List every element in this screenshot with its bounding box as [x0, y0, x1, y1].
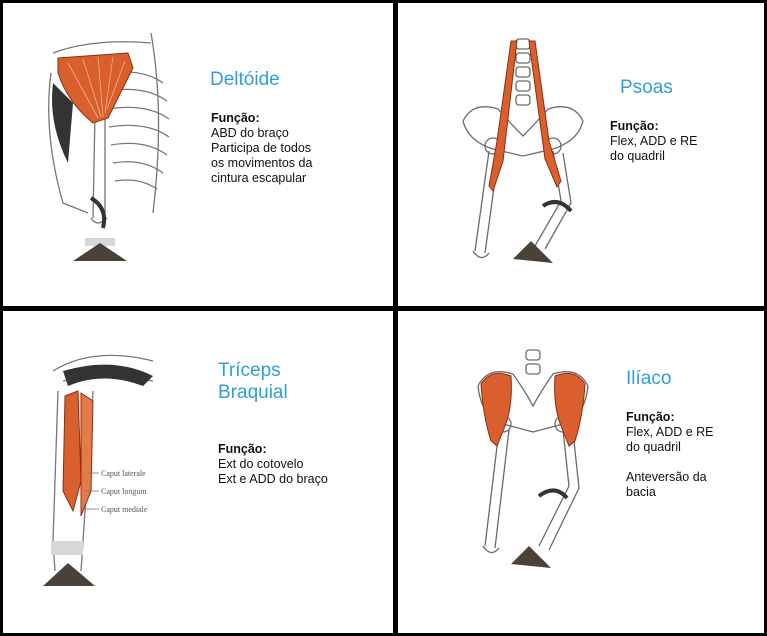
function-line: Ext e ADD do braço: [218, 472, 328, 486]
muscle-title: Deltóide: [210, 69, 280, 90]
function-block: Função: ABD do braço Participa de todos …: [211, 111, 386, 186]
function-line: os movimentos da: [211, 156, 313, 170]
function-block: Função: Flex, ADD e RE do quadril Anteve…: [626, 410, 756, 500]
shoulder-deltoid-illustration: [48, 32, 170, 261]
panel-psoas: Psoas Função: Flex, ADD e RE do quadril: [398, 3, 764, 306]
function-line: Participa de todos: [211, 141, 312, 155]
function-line: ABD do braço: [211, 126, 289, 140]
pelvis-iliacus-illustration: [477, 349, 589, 568]
function-line: cintura escapular: [211, 171, 307, 185]
caption-caput-mediale: Caput mediale: [101, 505, 148, 514]
panel-triceps: Caput laterale Caput longum Caput medial…: [3, 311, 393, 633]
function-block: Função: Ext do cotovelo Ext e ADD do bra…: [218, 442, 388, 487]
title-line: Tríceps: [218, 360, 281, 381]
muscle-title: Psoas: [620, 77, 673, 98]
function-label: Função:: [211, 111, 260, 125]
function-label: Função:: [610, 119, 659, 133]
function-label: Função:: [626, 410, 675, 424]
function-line: Flex, ADD e RE: [626, 425, 714, 439]
pelvis-psoas-illustration: [462, 38, 584, 263]
function-block: Função: Flex, ADD e RE do quadril: [610, 119, 755, 164]
panel-iliaco: Ilíaco Função: Flex, ADD e RE do quadril…: [398, 311, 764, 633]
arm-triceps-illustration: Caput laterale Caput longum Caput medial…: [43, 354, 154, 586]
function-line: do quadril: [626, 440, 681, 454]
muscle-title: Tríceps Braquial: [218, 360, 288, 404]
caption-caput-longum: Caput longum: [101, 487, 147, 496]
function-line: Flex, ADD e RE: [610, 134, 698, 148]
function-line: Anteversão da: [626, 470, 707, 484]
caption-caput-laterale: Caput laterale: [101, 469, 146, 478]
function-line: Ext do cotovelo: [218, 457, 304, 471]
muscle-title: Ilíaco: [626, 368, 672, 389]
title-line: Braquial: [218, 382, 288, 403]
function-line: bacia: [626, 485, 656, 499]
panel-deltoide: Deltóide Função: ABD do braço Participa …: [3, 3, 393, 306]
function-line: do quadril: [610, 149, 665, 163]
function-label: Função:: [218, 442, 267, 456]
